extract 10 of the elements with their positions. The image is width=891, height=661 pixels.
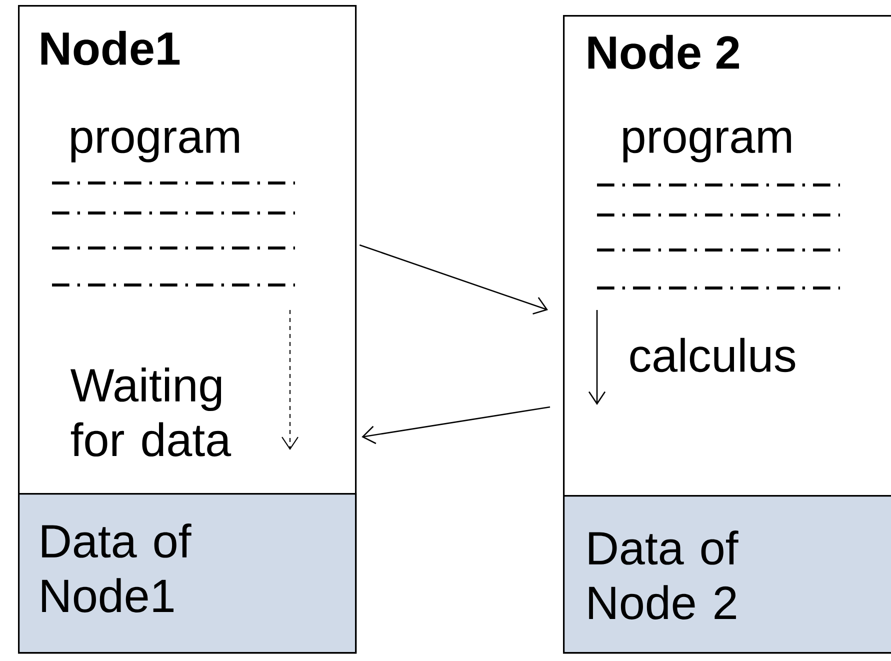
- node-title: Node1: [41, 30, 180, 66]
- status-text: calculus: [630, 338, 796, 372]
- arrow: [362, 406, 550, 444]
- program-label: program: [623, 128, 791, 162]
- node-title: Node 2: [588, 34, 739, 70]
- program-label: program: [71, 128, 239, 162]
- status-text: Waiting for data: [70, 368, 232, 456]
- data-label: Data of Node1: [42, 524, 192, 612]
- arrow: [359, 244, 548, 315]
- data-label: Data of Node 2: [589, 530, 738, 620]
